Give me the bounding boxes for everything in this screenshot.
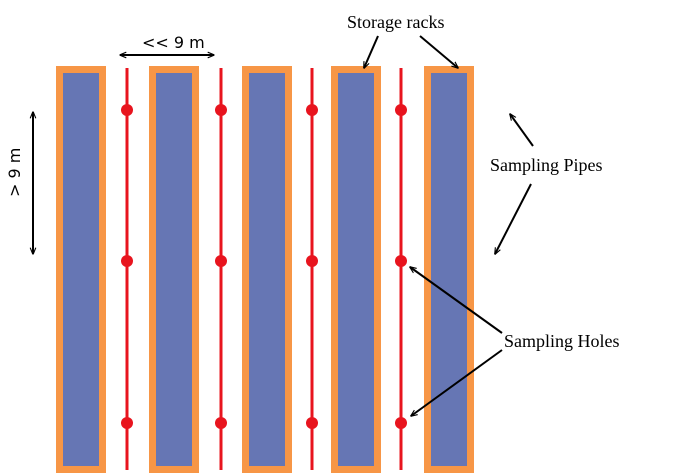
storage-rack bbox=[242, 66, 292, 473]
sampling-hole bbox=[306, 417, 318, 429]
storage-racks-arrow bbox=[363, 35, 379, 68]
rack-height-label: > 9 m bbox=[5, 148, 24, 197]
sampling-holes-label: Sampling Holes bbox=[504, 331, 620, 351]
sampling-pipes bbox=[125, 68, 403, 470]
storage-racks-arrow bbox=[419, 35, 458, 68]
sampling-hole bbox=[121, 417, 133, 429]
sampling-holes-arrow bbox=[411, 349, 503, 416]
sampling-holes bbox=[121, 104, 407, 429]
sampling-hole bbox=[395, 104, 407, 116]
sampling-hole bbox=[306, 104, 318, 116]
sampling-hole bbox=[121, 104, 133, 116]
rack-spacing-label: << 9 m bbox=[142, 33, 205, 52]
storage-rack bbox=[56, 66, 106, 473]
sampling-pipes-arrow bbox=[495, 183, 532, 254]
sampling-hole bbox=[121, 255, 133, 267]
sampling-hole bbox=[215, 255, 227, 267]
sampling-holes-arrow bbox=[410, 267, 503, 334]
storage-rack bbox=[331, 66, 381, 473]
sampling-hole bbox=[215, 417, 227, 429]
sampling-hole bbox=[306, 255, 318, 267]
sampling-pipes-arrow bbox=[510, 114, 534, 147]
storage-rack bbox=[149, 66, 199, 473]
sampling-hole bbox=[395, 417, 407, 429]
sampling-hole bbox=[395, 255, 407, 267]
storage-rack bbox=[424, 66, 474, 473]
sampling-pipes-label: Sampling Pipes bbox=[490, 155, 603, 175]
storage-racks bbox=[56, 66, 474, 473]
storage-racks-label: Storage racks bbox=[347, 12, 444, 32]
sampling-hole bbox=[215, 104, 227, 116]
